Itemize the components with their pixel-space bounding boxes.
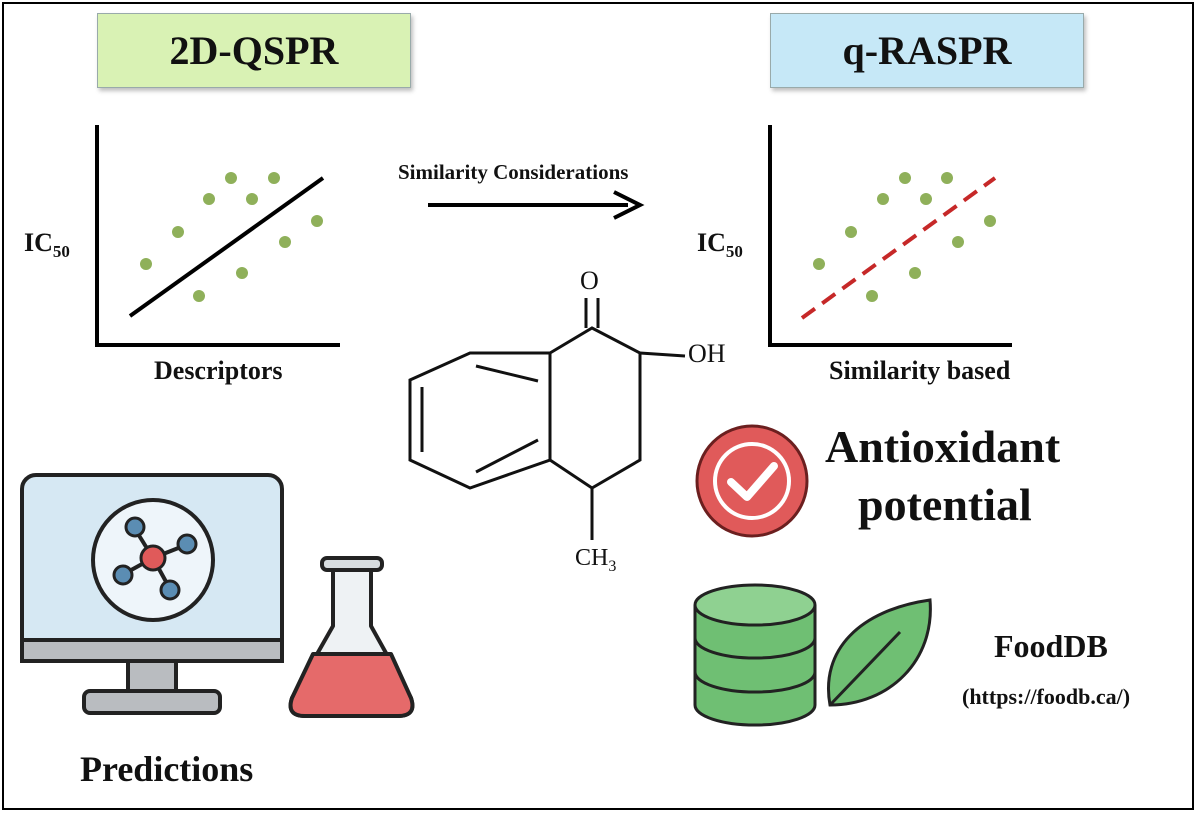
- raspr-regression-line: [800, 176, 997, 320]
- raspr-point: [899, 172, 911, 184]
- arrow-label: Similarity Considerations: [398, 160, 629, 184]
- qspr-point: [279, 236, 291, 248]
- qspr-x-label: Descriptors: [154, 356, 283, 385]
- qspr-y-label: IC50: [24, 228, 70, 261]
- raspr-title: q-RASPR: [842, 28, 1012, 73]
- qspr-point: [268, 172, 280, 184]
- qspr-point: [311, 215, 323, 227]
- raspr-axes: [768, 125, 1012, 347]
- raspr-point: [909, 267, 921, 279]
- qspr-regression-line: [128, 176, 325, 318]
- raspr-point: [813, 258, 825, 270]
- raspr-title-box: q-RASPR: [770, 13, 1084, 88]
- raspr-point: [941, 172, 953, 184]
- raspr-y-label: IC50: [697, 228, 743, 261]
- raspr-point: [952, 236, 964, 248]
- antioxidant-text-line2: potential: [858, 479, 1032, 530]
- qspr-point: [236, 267, 248, 279]
- raspr-point: [920, 193, 932, 205]
- qspr-axes: [95, 125, 340, 347]
- database-name: FoodDB: [994, 628, 1108, 664]
- qspr-title: 2D-QSPR: [169, 28, 339, 73]
- qspr-point: [172, 226, 184, 238]
- qspr-point: [140, 258, 152, 270]
- check-circle-icon: [695, 424, 809, 538]
- similarity-arrow: [428, 190, 645, 220]
- qspr-plot: [95, 125, 340, 347]
- raspr-plot: [768, 125, 1012, 347]
- carbonyl-oxygen-label: O: [580, 266, 599, 295]
- monitor-molecule-icon: [20, 473, 284, 715]
- methyl-label: CH3: [575, 545, 617, 575]
- raspr-point: [845, 226, 857, 238]
- antioxidant-text-line1: Antioxidant: [825, 421, 1061, 472]
- predictions-label: Predictions: [80, 749, 254, 789]
- qspr-point: [193, 290, 205, 302]
- qspr-title-box: 2D-QSPR: [97, 13, 411, 88]
- qspr-point: [246, 193, 258, 205]
- database-url: (https://foodb.ca/): [962, 684, 1131, 709]
- raspr-point: [866, 290, 878, 302]
- qspr-point: [225, 172, 237, 184]
- database-leaf-icon: [693, 583, 932, 727]
- raspr-point: [984, 215, 996, 227]
- hydroxyl-label: OH: [688, 339, 726, 368]
- flask-icon: [288, 556, 415, 718]
- raspr-x-label: Similarity based: [829, 356, 1011, 385]
- raspr-point: [877, 193, 889, 205]
- molecule-structure: [408, 298, 686, 540]
- qspr-point: [203, 193, 215, 205]
